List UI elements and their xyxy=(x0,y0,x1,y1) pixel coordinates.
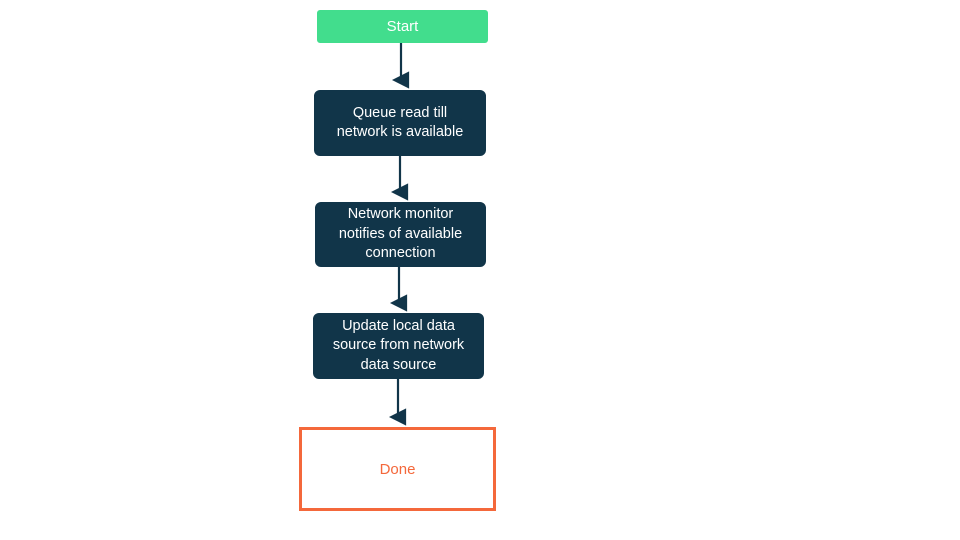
node-queue-read[interactable]: Queue read till network is available xyxy=(314,90,486,156)
node-network-monitor[interactable]: Network monitor notifies of available co… xyxy=(315,202,486,267)
node-start-label: Start xyxy=(386,18,419,35)
node-network-monitor-label: Network monitor notifies of available co… xyxy=(338,206,463,262)
node-update-local[interactable]: Update local data source from network da… xyxy=(313,313,484,379)
node-queue-read-label: Queue read till network is available xyxy=(336,104,464,141)
node-done-label: Done xyxy=(379,460,416,478)
node-done[interactable]: Done xyxy=(299,427,496,511)
node-start[interactable]: Start xyxy=(317,10,488,43)
node-update-local-label: Update local data source from network da… xyxy=(332,317,465,373)
